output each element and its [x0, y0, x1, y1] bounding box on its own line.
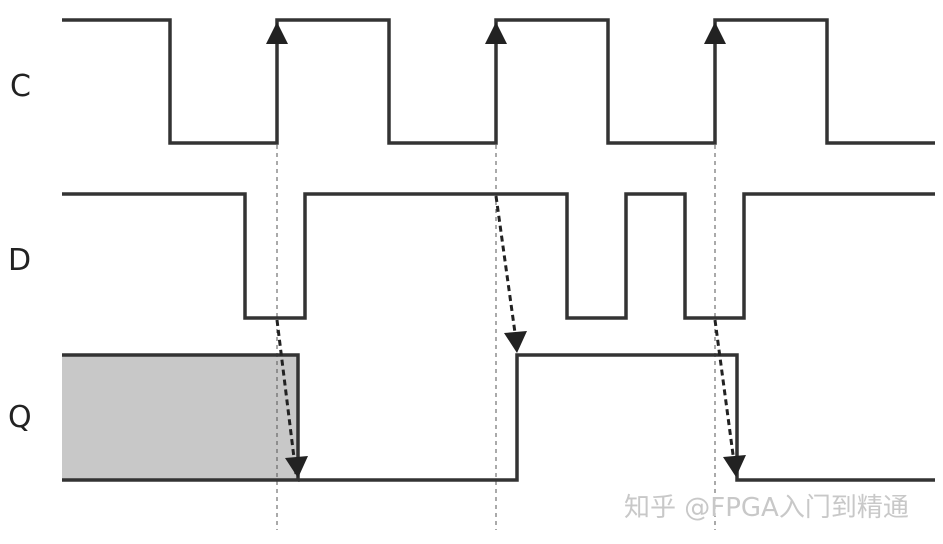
causality-arrow-1: [275, 319, 298, 475]
data-waveform: [62, 192, 935, 320]
data-signal-label: D: [8, 243, 31, 278]
clock-rising-edge-arrow-icon-1: [266, 22, 288, 44]
output-signal-label: Q: [8, 400, 32, 435]
watermark-text: 知乎 @FPGA入门到精通: [624, 493, 909, 523]
causality-arrow-head-icon-1: [285, 456, 308, 478]
output-unknown-region: [62, 355, 298, 480]
causality-arrow-3: [713, 319, 736, 463]
output-waveform: [62, 353, 300, 482]
clock-rising-edge-arrow-icon-2: [485, 22, 507, 44]
output-waveform-main: [298, 353, 935, 482]
causality-arrow-head-icon-3: [723, 455, 746, 477]
clock-waveform: [62, 18, 935, 145]
causality-arrow-head-icon-2: [504, 331, 527, 353]
causality-arrow-2: [494, 195, 518, 341]
clock-rising-edge-arrow-icon-3: [704, 22, 726, 44]
clock-signal-label: C: [10, 69, 31, 104]
